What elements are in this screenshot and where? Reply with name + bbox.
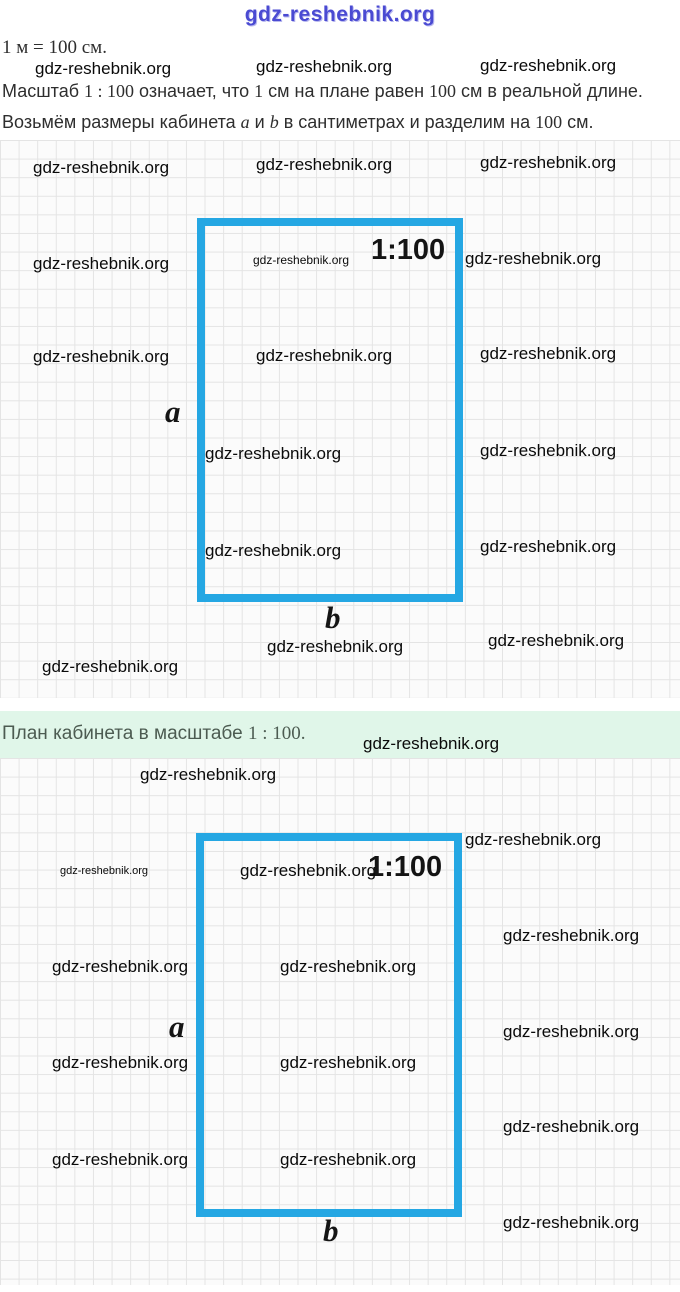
text-segment: в сантиметрах и разделим на bbox=[278, 112, 536, 132]
watermark: gdz-reshebnik.org bbox=[52, 1053, 189, 1072]
watermark: gdz-reshebnik.org bbox=[503, 1213, 640, 1232]
room-plan-rectangle bbox=[197, 218, 463, 602]
text-segment: b bbox=[269, 112, 279, 132]
watermark: gdz-reshebnik.org bbox=[256, 57, 393, 76]
side-b-label: b bbox=[325, 600, 341, 635]
watermark: gdz-reshebnik.org bbox=[33, 158, 170, 177]
text-segment: Масштаб bbox=[2, 81, 85, 101]
text-segment: 1 м = 100 см. bbox=[2, 37, 107, 58]
watermark: gdz-reshebnik.org bbox=[480, 537, 617, 556]
graph-paper bbox=[0, 140, 680, 698]
text-segment: Возьмём размеры кабинета bbox=[2, 112, 241, 132]
scale-ratio-label: 1:100 bbox=[371, 234, 446, 266]
watermark: gdz-reshebnik.org bbox=[35, 59, 172, 78]
watermark: gdz-reshebnik.org bbox=[52, 957, 189, 976]
watermark: gdz-reshebnik.org bbox=[205, 541, 342, 560]
watermark: gdz-reshebnik.org bbox=[253, 253, 350, 267]
watermark: gdz-reshebnik.org bbox=[503, 1117, 640, 1136]
watermark: gdz-reshebnik.org bbox=[140, 765, 277, 784]
watermark: gdz-reshebnik.org bbox=[240, 861, 377, 880]
dimensions-line: Возьмём размеры кабинета a и b в сантиме… bbox=[2, 112, 594, 133]
watermark: gdz-reshebnik.org bbox=[503, 926, 640, 945]
watermark: gdz-reshebnik.org bbox=[480, 56, 617, 75]
scale-ratio-label: 1:100 bbox=[368, 851, 443, 883]
text-segment: 1 : 100 bbox=[84, 81, 135, 101]
watermark: gdz-reshebnik.org bbox=[480, 344, 617, 363]
watermark: gdz-reshebnik.org bbox=[42, 657, 179, 676]
watermark: gdz-reshebnik.org bbox=[465, 830, 602, 849]
unit-conversion-line: 1 м = 100 см. bbox=[2, 37, 107, 59]
watermark: gdz-reshebnik.org bbox=[280, 1150, 417, 1169]
text-segment: 1 bbox=[254, 81, 264, 101]
watermark: gdz-reshebnik.org bbox=[363, 734, 500, 753]
watermark: gdz-reshebnik.org bbox=[480, 153, 617, 172]
watermark: gdz-reshebnik.org bbox=[256, 346, 393, 365]
watermark: gdz-reshebnik.org bbox=[280, 1053, 417, 1072]
watermark: gdz-reshebnik.org bbox=[280, 957, 417, 976]
text-segment: 100 bbox=[429, 81, 457, 101]
text-segment: 1 : 100. bbox=[247, 723, 306, 744]
side-a-label: a bbox=[165, 394, 181, 429]
result-banner: План кабинета в масштабе 1 : 100. bbox=[0, 711, 680, 758]
scale-explanation-line: Масштаб 1 : 100 означает, что 1 см на пл… bbox=[2, 81, 643, 102]
watermark: gdz-reshebnik.org bbox=[267, 637, 404, 656]
watermark: gdz-reshebnik.org bbox=[52, 1150, 189, 1169]
text-segment: План кабинета в масштабе bbox=[2, 723, 248, 744]
text-segment: a bbox=[240, 112, 250, 132]
side-a-label: a bbox=[169, 1009, 185, 1044]
banner-text: План кабинета в масштабе 1 : 100. bbox=[2, 723, 305, 745]
text-segment: и bbox=[249, 112, 270, 132]
side-b-label: b bbox=[323, 1213, 339, 1248]
watermark: gdz-reshebnik.org bbox=[205, 444, 342, 463]
watermark: gdz-reshebnik.org bbox=[33, 254, 170, 273]
watermark: gdz-reshebnik.org bbox=[465, 249, 602, 268]
text-segment: см на плане равен bbox=[263, 81, 430, 101]
room-plan-rectangle bbox=[196, 833, 462, 1217]
watermark: gdz-reshebnik.org bbox=[60, 865, 149, 877]
watermark: gdz-reshebnik.org bbox=[480, 441, 617, 460]
watermark: gdz-reshebnik.org bbox=[488, 631, 625, 650]
watermark: gdz-reshebnik.org bbox=[256, 155, 393, 174]
watermark: gdz-reshebnik.org bbox=[33, 347, 170, 366]
text-segment: см в реальной длине. bbox=[456, 81, 643, 101]
text-segment: 100 bbox=[535, 112, 563, 132]
site-logo: gdz-reshebnik.org bbox=[244, 3, 436, 26]
text-segment: см. bbox=[562, 112, 594, 132]
watermark: gdz-reshebnik.org bbox=[503, 1022, 640, 1041]
text-segment: означает, что bbox=[134, 81, 255, 101]
graph-paper bbox=[0, 758, 680, 1285]
